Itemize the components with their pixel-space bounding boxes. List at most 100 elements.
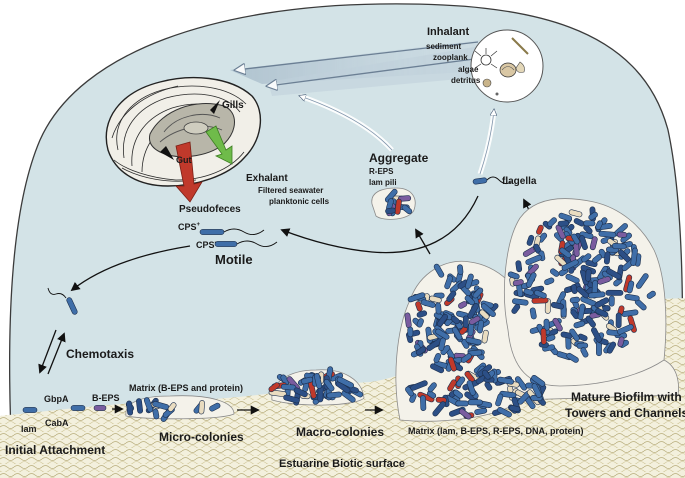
bacterium-icon: [407, 326, 414, 338]
bacterium-icon: [568, 209, 583, 218]
bacterium-icon: [451, 326, 463, 341]
bacterium-icon: [447, 356, 457, 372]
bacterium-icon: [523, 288, 534, 296]
bacterium-icon: [555, 224, 566, 240]
bacterium-icon: [385, 207, 396, 215]
bacterium-icon: [565, 273, 580, 284]
bacterium-icon: [592, 254, 602, 264]
inhalant-item-detritus: detritus: [451, 76, 481, 85]
bacterium-icon: [583, 220, 596, 227]
bacterium-icon: [416, 318, 424, 328]
motile-label: Motile: [215, 252, 253, 267]
bacterium-icon: [534, 289, 547, 299]
bacterium-icon: [547, 217, 557, 227]
pseudofeces-arrow: [175, 141, 203, 203]
bacterium-icon: [283, 394, 300, 404]
bacterium-icon: [481, 329, 489, 344]
bacterium-icon: [407, 292, 426, 303]
bacterium-icon: [433, 353, 442, 363]
bacterium-icon: [608, 295, 615, 307]
inhalant-title: Inhalant: [427, 26, 470, 38]
bacterium-icon: [507, 271, 520, 280]
bacterium-icon: [550, 301, 565, 310]
bacterium-icon: [635, 273, 649, 289]
bacterium-icon: [457, 264, 464, 275]
bacterium-icon: [472, 287, 484, 299]
bacterium-icon: [646, 290, 656, 299]
micro-colonies-label: Micro-colonies: [159, 430, 244, 444]
flagellum: [236, 240, 278, 247]
bacterium-icon: [544, 277, 555, 286]
inhalant-flow: [230, 40, 500, 96]
bacterium-icon: [453, 389, 464, 399]
bacterium-icon: [323, 378, 335, 392]
b-eps-label: B-EPS: [92, 393, 120, 403]
bacterium-icon: [606, 268, 622, 280]
bacterium-icon: [595, 220, 603, 230]
bacterium-icon: [427, 382, 437, 393]
bacterium-icon: [529, 307, 537, 320]
bacterium-icon: [432, 401, 446, 417]
bacterium-icon: [410, 380, 428, 391]
bacterium-icon: [579, 235, 588, 251]
gills-label: Gills: [222, 100, 244, 111]
bacterium-icon: [209, 402, 221, 412]
caba-label: CabA: [45, 418, 69, 428]
bacterium-icon: [626, 280, 635, 294]
bacterium-icon: [603, 251, 611, 265]
aggregate-item-reps: R-EPS: [369, 167, 394, 176]
bacterium-icon: [436, 313, 449, 327]
bacterium-icon: [585, 268, 592, 282]
bacterium-icon: [444, 275, 453, 290]
flagellum: [47, 287, 67, 299]
bacterium-icon: [495, 393, 504, 407]
bacterium-icon: [573, 320, 586, 329]
aggregate-title: Aggregate: [369, 151, 429, 165]
bacterium-icon: [326, 391, 342, 399]
bacterium-icon: [458, 408, 472, 420]
bacterium-icon: [624, 293, 640, 302]
bacterium-icon: [167, 402, 177, 412]
bacterium-icon: [616, 324, 634, 335]
cps-minus-label: CPS-: [196, 240, 217, 250]
bacterium-icon: [447, 379, 457, 392]
bacterium-icon: [561, 259, 579, 271]
recapture-arrows: [300, 93, 494, 175]
initial-attachment-label: Initial Attachment: [5, 443, 106, 457]
bacterium-icon: [569, 328, 580, 342]
bacterium-icon: [143, 397, 154, 413]
bacterium-icon: [576, 286, 590, 299]
bacterium-icon: [450, 315, 460, 325]
bacterium-icon: [93, 405, 107, 411]
bacterium-icon: [468, 315, 481, 325]
chemotaxis-label: Chemotaxis: [66, 347, 135, 361]
inhalant-item-sediment: sediment: [426, 42, 462, 51]
bacterium-icon: [70, 405, 86, 411]
inhalant-item-zooplank: zooplank: [433, 53, 468, 62]
bacterium-icon: [512, 279, 524, 287]
exhalant-item-planktonic: planktonic cells: [269, 197, 330, 206]
bacterium-icon: [525, 272, 537, 288]
bacterium-icon: [581, 253, 592, 263]
flagella-label: flagella: [502, 176, 537, 187]
inhalant-item-algae: algae: [458, 65, 479, 74]
bacterium-icon: [430, 363, 445, 374]
bacterium-icon: [589, 236, 598, 251]
bacterium-icon: [474, 407, 488, 415]
bacterium-icon: [401, 204, 413, 215]
bacterium-icon: [598, 230, 617, 238]
bacterium-icon: [341, 390, 356, 403]
bacterium-icon: [22, 407, 38, 413]
bacterium-icon: [467, 399, 483, 406]
bacterium-icon: [477, 319, 485, 334]
bacterium-icon: [465, 337, 482, 346]
bacterium-icon: [199, 229, 225, 235]
bacterium-icon: [605, 289, 624, 296]
bacterium-icon: [465, 273, 474, 290]
bacterium-icon: [569, 296, 580, 304]
gbpa-label: GbpA: [44, 394, 69, 404]
bacterium-icon: [384, 188, 398, 203]
bacterium-icon: [550, 268, 560, 277]
bacterium-icon: [268, 382, 280, 393]
